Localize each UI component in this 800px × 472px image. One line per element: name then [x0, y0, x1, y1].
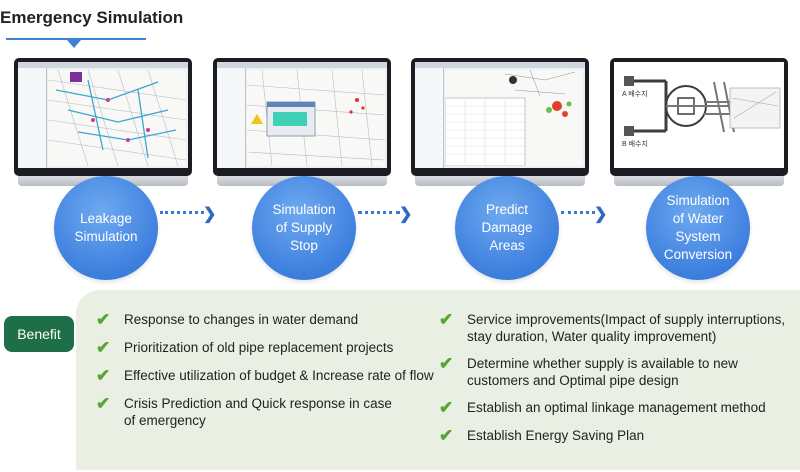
check-icon: ✔	[439, 426, 454, 445]
monitor-leakage	[14, 58, 192, 186]
benefit-item: ✔ Establish an optimal linkage managemen…	[439, 399, 794, 416]
benefit-item: ✔ Effective utilization of budget & Incr…	[96, 367, 441, 384]
benefit-text: Determine whether supply is available to…	[467, 356, 738, 388]
check-icon: ✔	[96, 310, 111, 329]
check-icon: ✔	[96, 338, 111, 357]
monitor-system-conversion: A 배수지 B 배수지	[610, 58, 788, 186]
step-leakage-simulation: Leakage Simulation	[54, 176, 158, 280]
arrow-right-icon: ❯	[203, 206, 217, 223]
step-supply-stop: Simulation of Supply Stop	[252, 176, 356, 280]
page-title: Emergency Simulation	[0, 8, 184, 27]
supply-stop-map	[246, 69, 386, 167]
benefit-text: Establish Energy Saving Plan	[467, 428, 645, 443]
check-icon: ✔	[439, 354, 454, 373]
monitor-supply-stop	[213, 58, 391, 186]
screen-leakage	[18, 62, 188, 168]
benefit-text: Effective utilization of budget & Increa…	[124, 368, 434, 383]
benefit-text: Crisis Prediction and Quick response in …	[124, 396, 392, 428]
title-underline	[6, 38, 146, 40]
check-icon: ✔	[96, 394, 111, 413]
screen-system-conversion: A 배수지 B 배수지	[614, 62, 784, 168]
connector-dots	[358, 211, 400, 214]
step-label: Simulation of Supply Stop	[272, 202, 336, 253]
benefit-text: Establish an optimal linkage management …	[467, 400, 766, 415]
arrow-right-icon: ❯	[399, 206, 413, 223]
step-system-conversion: Simulation of Water System Conversion	[646, 176, 750, 280]
monitor-damage-areas	[411, 58, 589, 186]
benefit-tag: Benefit	[4, 316, 74, 352]
screen-supply-stop	[217, 62, 387, 168]
benefit-item: ✔ Establish Energy Saving Plan	[439, 427, 794, 444]
benefit-item: ✔ Response to changes in water demand	[96, 311, 416, 328]
reservoir-b-label: B 배수지	[622, 141, 648, 148]
system-conversion-diagram	[624, 76, 781, 136]
benefit-item: ✔ Prioritization of old pipe replacement…	[96, 339, 416, 356]
step-label: Simulation of Water System Conversion	[663, 193, 733, 262]
title-caret-icon	[67, 40, 81, 48]
benefit-panel	[76, 290, 800, 470]
step-damage-areas: Predict Damage Areas	[455, 176, 559, 280]
step-label: Leakage Simulation	[74, 211, 138, 244]
step-label: Predict Damage Areas	[481, 202, 533, 253]
screen-damage-areas	[415, 62, 585, 168]
benefit-item: ✔ Service improvements(Impact of supply …	[439, 311, 794, 345]
reservoir-a-label: A 배수지	[622, 91, 648, 98]
benefit-text: Response to changes in water demand	[124, 312, 359, 327]
arrow-right-icon: ❯	[594, 206, 608, 223]
benefit-text: Prioritization of old pipe replacement p…	[124, 340, 394, 355]
check-icon: ✔	[96, 366, 111, 385]
check-icon: ✔	[439, 310, 454, 329]
connector-dots	[160, 211, 204, 214]
leakage-map	[47, 69, 187, 167]
benefit-text: Service improvements(Impact of supply in…	[467, 312, 786, 344]
connector-dots	[561, 211, 595, 214]
benefit-item: ✔ Crisis Prediction and Quick response i…	[96, 395, 396, 429]
check-icon: ✔	[439, 398, 454, 417]
benefit-item: ✔ Determine whether supply is available …	[439, 355, 769, 389]
damage-areas-map	[444, 69, 576, 167]
